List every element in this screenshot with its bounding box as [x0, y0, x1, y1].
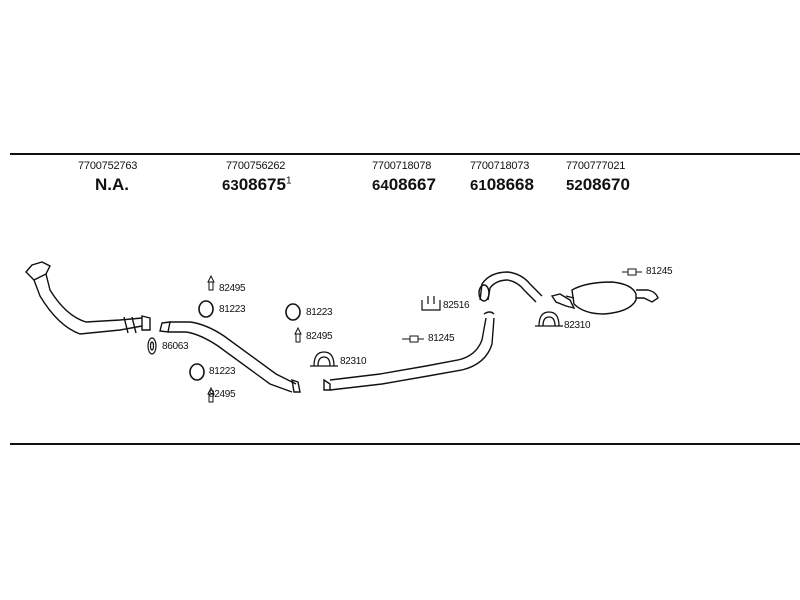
part-code: 6408667	[372, 175, 436, 195]
ring-icon	[198, 300, 214, 318]
part-code-main: 08668	[486, 175, 534, 194]
accessory-label: 81245	[428, 333, 455, 344]
clamp-icon	[535, 311, 563, 327]
middle-pipe-1	[159, 321, 301, 393]
accessory-label: 82310	[340, 356, 367, 367]
accessory-label: 82495	[219, 283, 246, 294]
hanger-icon	[294, 326, 302, 343]
hanger-icon	[207, 386, 215, 403]
part-code-main: 08667	[388, 175, 436, 194]
middle-pipe-2	[323, 311, 495, 391]
part-code-suffix: 1	[285, 175, 292, 187]
part-code: 6108668	[470, 175, 534, 195]
oem-number: 7700777021	[566, 160, 626, 172]
part-code: 5208670	[566, 175, 630, 195]
front-pipe	[25, 261, 151, 335]
oem-number: 7700756262	[226, 160, 286, 172]
connecting-pipe	[478, 271, 543, 303]
rubber-mount-icon	[402, 335, 424, 343]
part-code-prefix: 52	[566, 177, 583, 194]
part-code-prefix: 61	[470, 177, 487, 194]
oem-number: 7700718078	[372, 160, 432, 172]
accessory-label: 81245	[646, 266, 673, 277]
accessory-label: 86063	[162, 341, 189, 352]
accessory-label: 81223	[219, 304, 246, 315]
rear-silencer	[550, 281, 659, 315]
oem-number: 7700718073	[470, 160, 530, 172]
ring-icon	[285, 303, 301, 321]
accessory-label: 82516	[443, 300, 470, 311]
accessory-label: 82495	[209, 389, 236, 400]
rubber-mount-icon	[622, 268, 642, 276]
bracket-icon	[421, 296, 441, 311]
accessory-label: 82495	[306, 331, 333, 342]
part-code: N.A.	[95, 175, 129, 194]
accessory-label: 81223	[209, 366, 236, 377]
oem-number: 7700752763	[78, 160, 138, 172]
part-code-main: 08675	[238, 175, 286, 194]
accessory-label: 82310	[564, 320, 591, 331]
gasket-icon	[147, 337, 157, 355]
part-code-main: 08670	[582, 175, 630, 194]
part-code-prefix: 64	[372, 177, 389, 194]
hanger-icon	[207, 274, 215, 291]
accessory-label: 81223	[306, 307, 333, 318]
part-code: 63086751	[222, 175, 292, 195]
ring-icon	[189, 363, 205, 381]
clamp-icon	[310, 351, 338, 367]
part-code-prefix: 63	[222, 177, 239, 194]
